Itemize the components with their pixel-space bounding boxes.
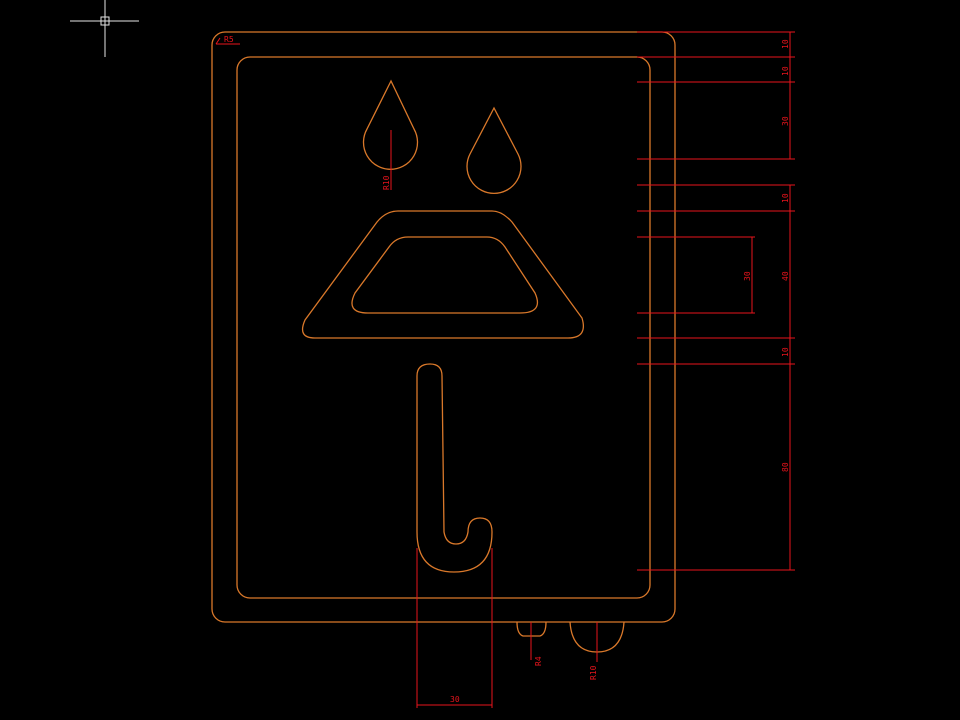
svg-text:10: 10 <box>781 39 790 49</box>
crosshair-cursor-icon <box>70 0 139 57</box>
svg-text:30: 30 <box>450 695 460 704</box>
svg-text:R10: R10 <box>589 665 598 680</box>
dim-right-extension-lines <box>637 31 795 571</box>
svg-text:30: 30 <box>743 271 752 281</box>
svg-text:10: 10 <box>781 347 790 357</box>
svg-text:30: 30 <box>781 116 790 126</box>
svg-text:10: 10 <box>781 66 790 76</box>
outer-frame <box>211 31 676 623</box>
dim-corner-radius: R5 <box>215 35 240 45</box>
umbrella-canopy-inner <box>351 236 539 314</box>
dim-drop-radius: R10 <box>382 130 392 190</box>
svg-text:10: 10 <box>781 193 790 203</box>
svg-text:40: 40 <box>781 271 790 281</box>
dim-notch-large: R10 <box>589 622 598 680</box>
svg-text:80: 80 <box>781 462 790 472</box>
dim-right-column: 10 10 30 10 40 10 80 <box>781 32 791 570</box>
dim-handle-width: 30 <box>416 548 493 708</box>
inner-frame <box>236 56 651 599</box>
umbrella-canopy-outer <box>301 210 585 339</box>
water-drop-right <box>466 106 522 195</box>
dim-notch-small: R4 <box>530 622 543 666</box>
svg-text:R10: R10 <box>382 175 391 190</box>
umbrella-handle <box>416 363 493 573</box>
svg-text:R4: R4 <box>534 656 543 666</box>
dim-inner-vertical: 30 <box>743 237 753 313</box>
svg-text:R5: R5 <box>224 35 234 44</box>
